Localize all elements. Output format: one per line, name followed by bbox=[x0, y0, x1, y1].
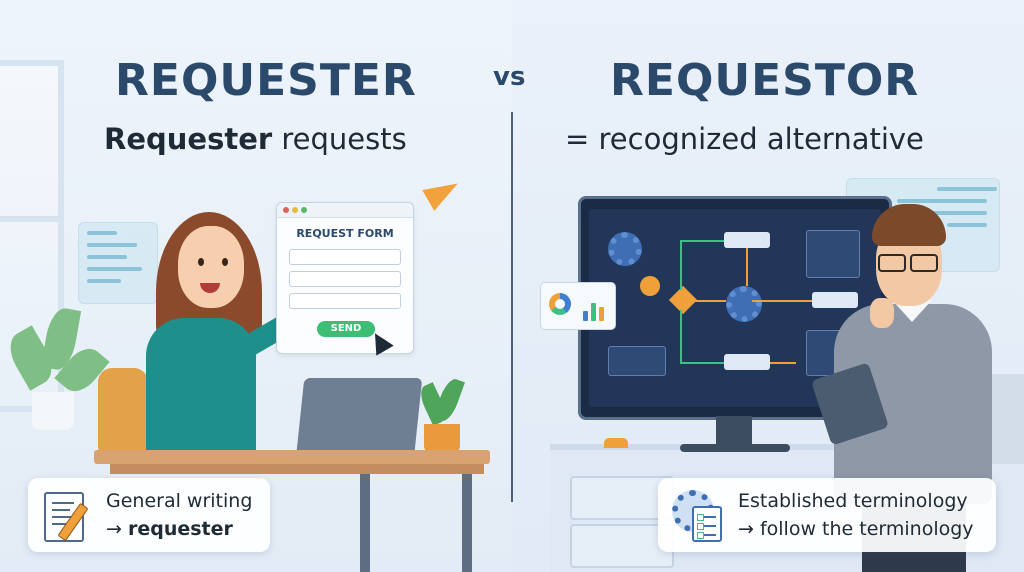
glasses-lens bbox=[878, 254, 906, 272]
bar-chart-icon bbox=[583, 311, 588, 321]
workflow-list-panel bbox=[608, 346, 666, 376]
woman-eye bbox=[222, 258, 228, 266]
center-divider bbox=[511, 112, 513, 502]
glasses-lens bbox=[910, 254, 938, 272]
woman-eye bbox=[198, 258, 204, 266]
analytics-widget bbox=[540, 282, 616, 330]
desk-leg bbox=[360, 474, 370, 572]
counter-drawer bbox=[570, 524, 674, 568]
left-subtitle-rest: requests bbox=[272, 122, 407, 156]
form-field-1[interactable] bbox=[289, 249, 401, 265]
plant-pot-desk bbox=[424, 424, 460, 452]
woman-smile bbox=[200, 283, 220, 293]
connector-line bbox=[770, 362, 796, 364]
left-subtitle: Requester requests bbox=[104, 122, 407, 156]
desk-top bbox=[94, 450, 490, 464]
connector-line bbox=[746, 248, 748, 286]
man-hand bbox=[870, 298, 894, 328]
card-right-line1: Established terminology bbox=[738, 490, 968, 512]
workflow-node bbox=[724, 232, 770, 248]
window-dot bbox=[283, 207, 289, 213]
connector-line bbox=[680, 240, 724, 242]
desk-leg bbox=[462, 474, 472, 572]
window-dot bbox=[301, 207, 307, 213]
connector-line bbox=[752, 300, 812, 302]
established-terminology-card: Established terminology → follow the ter… bbox=[658, 478, 996, 552]
donut-chart-icon bbox=[549, 293, 571, 315]
general-writing-card: General writing → requester bbox=[28, 478, 270, 552]
binder-shelf bbox=[990, 374, 1024, 464]
left-subtitle-bold: Requester bbox=[104, 122, 273, 156]
man-hair bbox=[872, 204, 946, 246]
counter-drawer bbox=[570, 476, 674, 520]
connector-line bbox=[680, 362, 724, 364]
card-right-line2: → follow the terminology bbox=[738, 518, 974, 540]
workflow-node bbox=[812, 292, 858, 308]
gear-icon bbox=[608, 232, 642, 266]
form-title: REQUEST FORM bbox=[296, 227, 394, 240]
glasses bbox=[876, 254, 940, 272]
gear-icon bbox=[726, 286, 762, 322]
woman-face bbox=[178, 226, 244, 308]
form-field-2[interactable] bbox=[289, 271, 401, 287]
requester-term: requester bbox=[127, 518, 233, 540]
laptop-screen bbox=[295, 378, 423, 460]
request-form-window: REQUEST FORM SEND bbox=[276, 202, 414, 354]
gear-icon bbox=[604, 438, 628, 448]
card-left-line1: General writing bbox=[106, 490, 253, 512]
monitor-stand-base bbox=[680, 444, 790, 452]
chair bbox=[98, 368, 148, 460]
arrow-prefix: → bbox=[106, 518, 128, 540]
desk-front bbox=[110, 464, 484, 474]
send-button[interactable]: SEND bbox=[317, 321, 375, 337]
bar-chart-icon bbox=[599, 307, 604, 321]
vs-label: vs bbox=[493, 62, 526, 92]
connector-line bbox=[694, 300, 726, 302]
bar-chart-icon bbox=[591, 303, 596, 321]
workflow-node bbox=[724, 354, 770, 370]
connector-line bbox=[680, 240, 682, 290]
checklist-icon bbox=[692, 506, 722, 542]
plant-pot-left bbox=[32, 392, 74, 430]
form-field-3[interactable] bbox=[289, 293, 401, 309]
right-title: REQUESTOR bbox=[610, 55, 920, 106]
left-title: REQUESTER bbox=[115, 55, 417, 106]
gear-icon bbox=[640, 276, 660, 296]
connector-line bbox=[680, 310, 682, 362]
right-subtitle: = recognized alternative bbox=[565, 122, 924, 156]
form-titlebar bbox=[277, 203, 413, 218]
floating-code-panel-left bbox=[78, 222, 158, 304]
window-dot bbox=[292, 207, 298, 213]
card-left-line2: → requester bbox=[106, 518, 233, 540]
workflow-list-panel bbox=[806, 230, 860, 278]
monitor-stand bbox=[716, 416, 752, 446]
